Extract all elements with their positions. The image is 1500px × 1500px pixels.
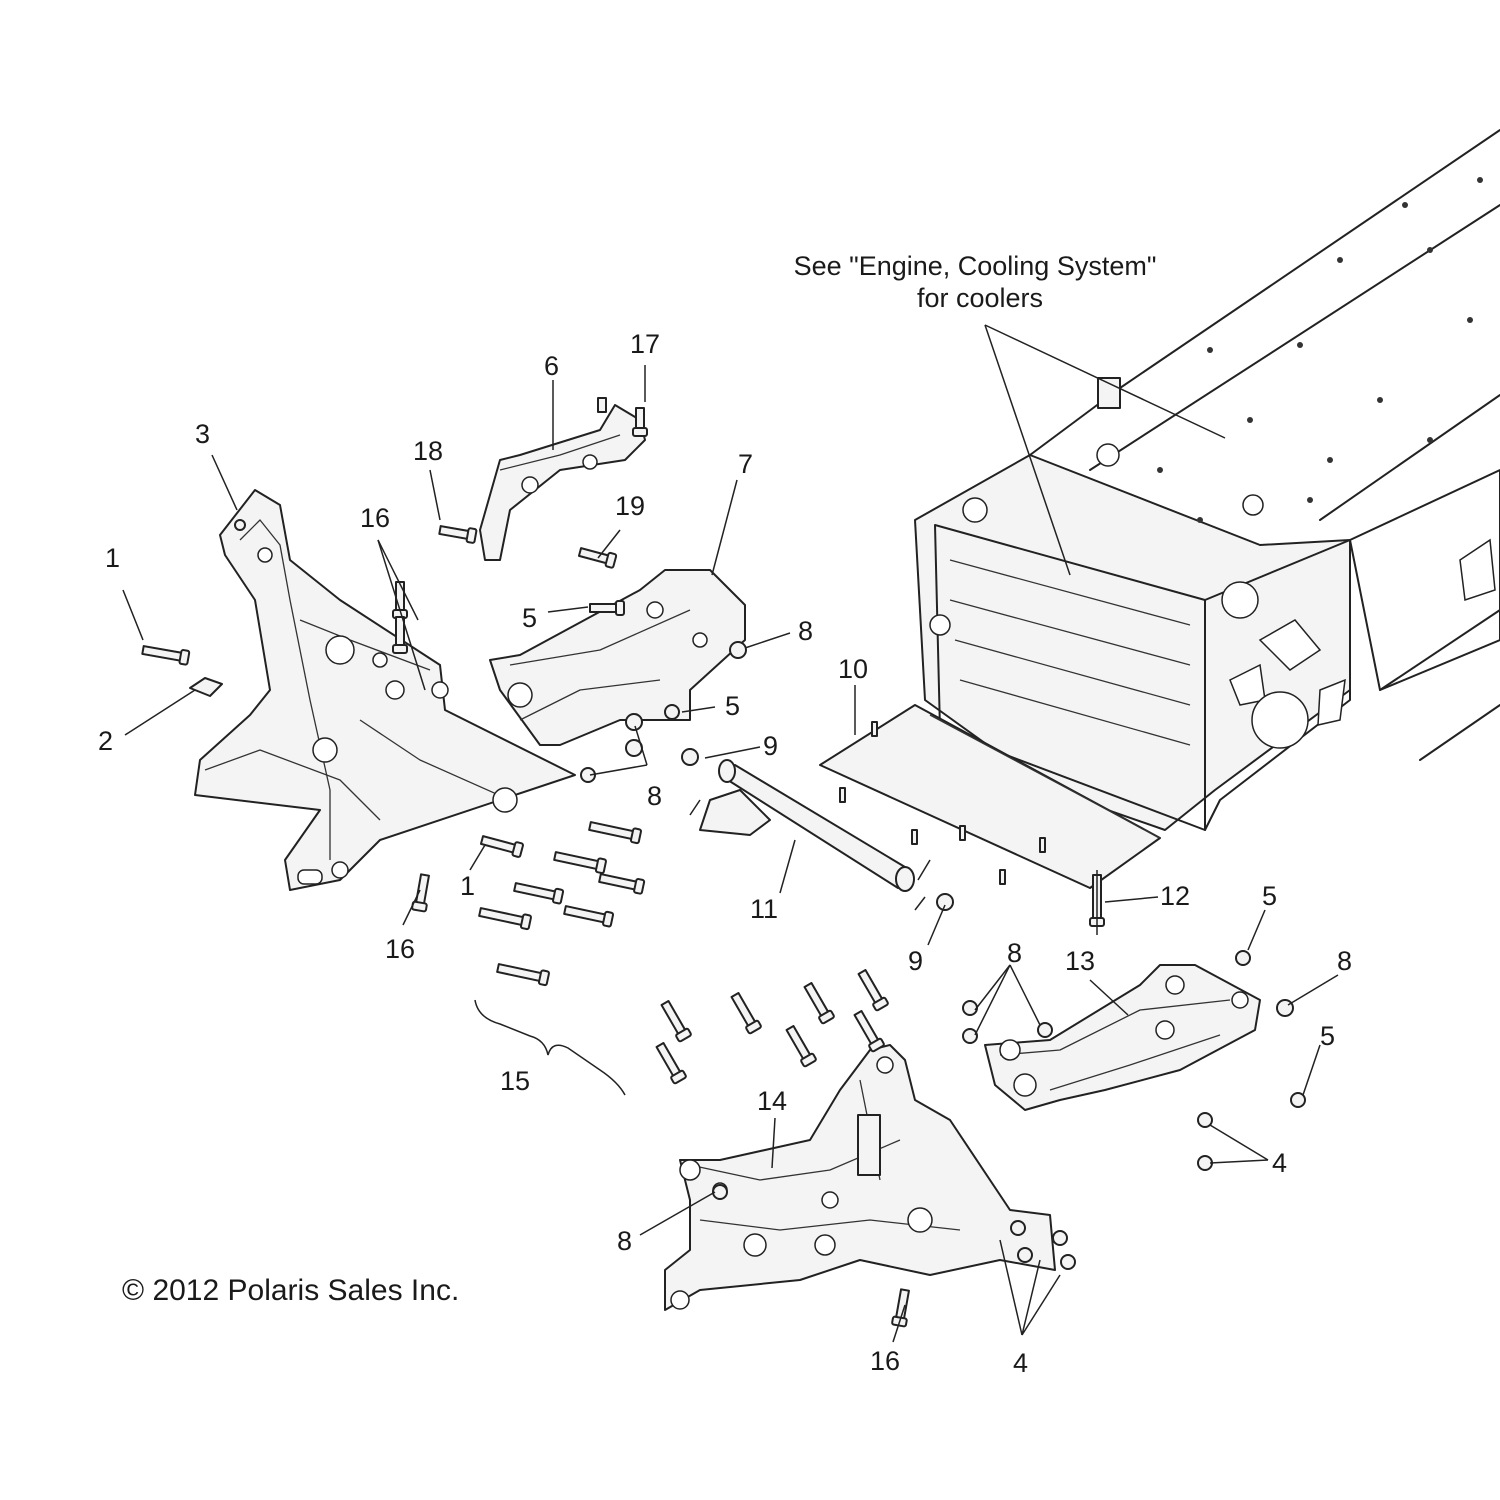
chassis-tunnel [914,129,1500,831]
bolt-icon [803,982,835,1025]
nut-icon [234,519,246,531]
bolt-icon [411,873,430,913]
fasteners [141,407,1306,1328]
nut-icon [1060,1254,1076,1270]
callout-8: 8 [617,1226,632,1256]
bolt-icon [632,407,648,437]
left-bulkhead [194,489,576,891]
bolt-icon [655,1042,687,1085]
nut-icon [1017,1247,1033,1263]
nut-icon [962,1028,978,1044]
callout-8: 8 [647,781,662,811]
bolt-icon [392,616,408,654]
bolt-icon [589,600,625,616]
bolt-icon [785,1025,817,1068]
nut-icon [1290,1092,1306,1108]
callout-18: 18 [413,436,443,466]
callout-17: 17 [630,329,660,359]
callout-4: 4 [1272,1148,1287,1178]
cooler-plate [819,704,1161,889]
bolt-icon [853,1010,885,1053]
nut-icon [664,704,680,720]
callout-8: 8 [798,616,813,646]
reference-note-line-1: See "Engine, Cooling System" [794,251,1157,281]
rear-bracket [984,964,1261,1111]
callout-6: 6 [544,351,559,381]
callout-8: 8 [1007,938,1022,968]
bolt-icon [598,873,646,895]
nut-icon [1197,1155,1213,1171]
nut-icon [1037,1022,1053,1038]
bolt-icon [588,821,642,845]
callout-5: 5 [1262,881,1277,911]
nut-icon [712,1184,728,1200]
nut-icon [625,713,643,731]
nut-icon [962,1000,978,1016]
leader-lines [122,324,1339,1343]
nut-icon [1052,1230,1068,1246]
callout-7: 7 [738,449,753,479]
bolt-icon [141,645,191,666]
bolt-icon [891,1288,910,1328]
callout-15: 15 [500,1066,530,1096]
nut-icon [1276,999,1294,1017]
callout-1: 1 [105,543,120,573]
nut-icon [580,767,596,783]
bolt-icon [438,525,478,544]
callout-5: 5 [522,603,537,633]
callout-1: 1 [460,871,475,901]
callout-14: 14 [757,1086,787,1116]
callout-19: 19 [615,491,645,521]
bolt-icon [479,835,524,858]
callout-13: 13 [1065,946,1095,976]
callout-9: 9 [763,731,778,761]
bolt-icon [478,907,532,931]
callout-2: 2 [98,726,113,756]
steering-bracket [489,569,746,746]
callout-11: 11 [750,894,778,924]
bolt-icon [563,905,615,928]
upper-bracket [479,397,646,561]
nut-icon [729,641,747,659]
callout-5: 5 [725,691,740,721]
callout-3: 3 [195,419,210,449]
callout-4: 4 [1013,1348,1028,1378]
nut-icon [681,748,699,766]
callout-labels: 1 1 2 3 4 4 5 5 5 5 6 7 8 8 8 8 8 9 9 10… [98,329,1352,1378]
bolt-icon [730,992,762,1035]
bolt-icon [660,1000,692,1043]
callout-9: 9 [908,946,923,976]
callout-16: 16 [385,934,415,964]
callout-5: 5 [1320,1021,1335,1051]
copyright-notice: © 2012 Polaris Sales Inc. [122,1274,459,1307]
nut-icon [1010,1220,1026,1236]
bolt-icon [513,882,565,905]
nut-icon [1235,950,1251,966]
callout-10: 10 [838,654,868,684]
bolt-icon [857,969,889,1012]
cross-shaft [689,759,931,911]
callout-16: 16 [360,503,390,533]
washer-icon [189,677,223,697]
callout-12: 12 [1160,881,1190,911]
bolt-icon [577,547,618,569]
nut-icon [1197,1112,1213,1128]
front-lower-frame [664,1044,1056,1311]
nut-icon [936,893,954,911]
callout-8: 8 [1337,946,1352,976]
callout-16: 16 [870,1346,900,1376]
bolt-icon [496,963,550,987]
bolt-icon [553,851,607,875]
reference-note-line-2: for coolers [917,283,1043,313]
